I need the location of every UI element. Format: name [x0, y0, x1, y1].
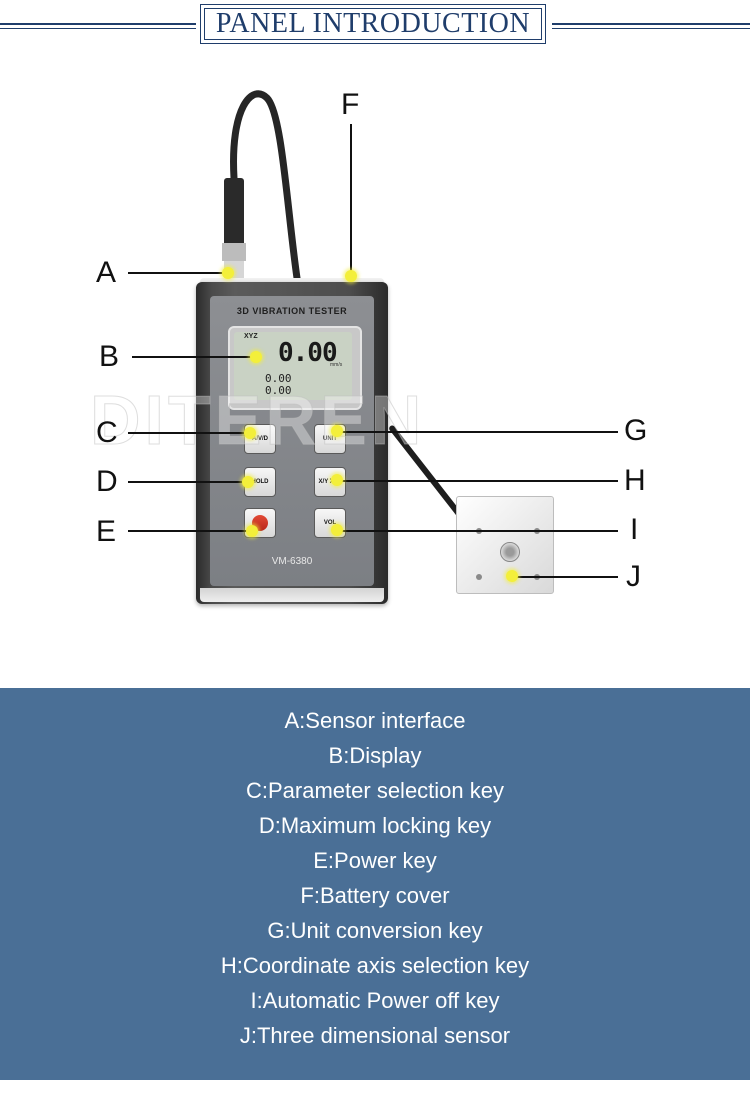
callout-c: C: [96, 416, 118, 449]
callout-line-j: [512, 576, 618, 578]
callout-line-g: [338, 431, 618, 433]
sensor-mount-icon: [500, 542, 520, 562]
callout-b: B: [99, 340, 120, 373]
header-rule-left-thin: [0, 28, 196, 29]
marker-d: [242, 476, 254, 488]
header-box-inner: [204, 8, 542, 40]
display-axis: XYZ: [244, 333, 258, 340]
callout-line-a: [128, 272, 226, 274]
callout-line-b: [132, 356, 254, 358]
callout-g: G: [624, 414, 648, 447]
marker-g: [331, 425, 343, 437]
header-rule-right-thin: [552, 28, 750, 29]
key-label-d: HOLD: [251, 478, 269, 485]
device-model: VM-6380: [271, 556, 313, 567]
callout-line-e: [128, 530, 250, 532]
legend-item: I:Automatic Power off key: [250, 988, 500, 1013]
display-unit: mm/s: [330, 362, 343, 368]
callout-line-f: [350, 124, 352, 272]
marker-f: [345, 270, 357, 282]
callout-i: I: [630, 513, 639, 546]
key-label-g: UNIT: [323, 435, 337, 442]
legend-item: E:Power key: [313, 848, 437, 873]
device-base: [200, 588, 384, 602]
key-label-h: X/Y XYZ: [318, 478, 342, 485]
callout-j: J: [626, 560, 641, 593]
page-title: PANEL INTRODUCTION: [215, 8, 531, 39]
legend-panel: A:Sensor interface B:Display C:Parameter…: [0, 688, 750, 1080]
legend-item: C:Parameter selection key: [246, 778, 504, 803]
header-rule-left: [0, 23, 196, 25]
display-line-2: 0.00: [265, 384, 292, 397]
legend-item: F:Battery cover: [300, 883, 450, 908]
display-screen: [234, 332, 352, 400]
screw-icon: [476, 574, 482, 580]
header-rule-right: [552, 23, 750, 25]
device-label: 3D VIBRATION TESTER: [236, 306, 348, 316]
marker-b: [250, 351, 262, 363]
key-label-i: VOL: [323, 519, 337, 526]
display-main-value: 0.00: [278, 338, 338, 368]
callout-line-c: [128, 432, 248, 434]
callout-line-d: [128, 481, 246, 483]
callout-line-h: [338, 480, 618, 482]
legend-item: G:Unit conversion key: [267, 918, 483, 943]
marker-e: [246, 525, 258, 537]
legend-item: H:Coordinate axis selection key: [220, 953, 530, 978]
header-box: PANEL INTRODUCTION: [200, 4, 546, 44]
unit-conversion-key[interactable]: UNIT: [314, 424, 346, 454]
callout-a: A: [96, 256, 117, 289]
legend-item: A:Sensor interface: [284, 708, 466, 733]
callout-e: E: [96, 515, 117, 548]
watermark: DITEREN: [89, 381, 426, 460]
key-label-c: A/V/D: [251, 435, 268, 442]
callout-f: F: [341, 88, 360, 121]
legend-item: J:Three dimensional sensor: [239, 1023, 511, 1048]
marker-i: [331, 524, 343, 536]
callout-d: D: [96, 465, 118, 498]
marker-c: [244, 427, 256, 439]
callout-h: H: [624, 464, 646, 497]
marker-j: [506, 570, 518, 582]
marker-h: [331, 474, 343, 486]
marker-a: [222, 267, 234, 279]
callout-line-i: [338, 530, 618, 532]
display-line-1: 0.00: [265, 372, 292, 385]
legend-item: D:Maximum locking key: [258, 813, 492, 838]
legend-item: B:Display: [328, 743, 422, 768]
